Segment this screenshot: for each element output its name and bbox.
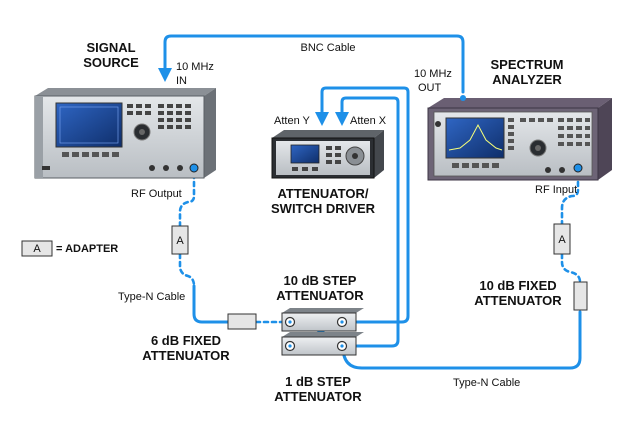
adapter-right-letter: A (558, 234, 566, 246)
ref-out-connector (460, 95, 466, 101)
fixed6-label-line1: 6 dB FIXED (151, 333, 221, 348)
attenuator-switch-driver-instrument (271, 130, 384, 179)
step10-label-line2: ATTENUATOR (276, 288, 364, 303)
atten-y-label: Atten Y (274, 115, 311, 127)
attenuator-driver-label-line1: ATTENUATOR/ (278, 186, 369, 201)
adapter-legend-text: = ADAPTER (56, 243, 118, 255)
signal-source-label-line1: SIGNAL (86, 40, 135, 55)
ref-out-label-line1: 10 MHz (414, 68, 452, 80)
bnc-cable-label: BNC Cable (300, 42, 355, 54)
atten-x-cable (340, 96, 400, 348)
ref-in-label-line2: IN (176, 75, 187, 87)
fixed10-attenuator-device (573, 281, 588, 311)
attenuator-driver-label-line2: SWITCH DRIVER (271, 201, 376, 216)
adapter-right: A (553, 223, 571, 255)
type-n-cable-left-label: Type-N Cable (118, 291, 185, 303)
rf-output-label: RF Output (131, 188, 182, 200)
atten-y-cable (320, 86, 410, 324)
ref-out-label-line2: OUT (418, 82, 442, 94)
type-n-cable-bottom (341, 310, 582, 370)
step10-label-line1: 10 dB STEP (284, 273, 357, 288)
spectrum-analyzer-label-line1: SPECTRUM (491, 57, 564, 72)
spectrum-analyzer-instrument (427, 95, 612, 181)
step10-attenuator-device (281, 308, 364, 332)
signal-source-instrument (34, 88, 216, 179)
rf-input-dashed-cable (560, 164, 580, 226)
rf-input-connector (573, 163, 583, 173)
rf-output-dashed-cable (178, 172, 196, 228)
step1-label-line1: 1 dB STEP (285, 374, 351, 389)
adapter-legend: A = ADAPTER (21, 240, 118, 257)
atten-x-label: Atten X (350, 115, 387, 127)
adapter-right-dashed (560, 252, 582, 284)
ref-in-arrow (158, 68, 172, 82)
ref-in-label-line1: 10 MHz (176, 61, 214, 73)
type-n-cable-bottom-label: Type-N Cable (453, 377, 520, 389)
rf-output-connector (189, 163, 199, 173)
adapter-to-cable-dashed (178, 252, 196, 288)
signal-source-label-line2: SOURCE (83, 55, 139, 70)
rf-input-label: RF Input (535, 184, 577, 196)
fixed10-label-line2: ATTENUATOR (474, 293, 562, 308)
adapter-left: A (171, 225, 189, 255)
type-n-cable-left (192, 284, 230, 324)
fixed6-attenuator-device (227, 313, 257, 330)
step1-attenuator-device (281, 332, 364, 356)
fixed10-label-line1: 10 dB FIXED (479, 278, 556, 293)
atten-x-arrow (335, 112, 349, 126)
fixed6-label-line2: ATTENUATOR (142, 348, 230, 363)
bnc-cable (163, 34, 465, 94)
adapter-left-letter: A (176, 235, 184, 247)
adapter-legend-letter: A (33, 243, 41, 255)
spectrum-analyzer-label-line2: ANALYZER (492, 72, 562, 87)
atten-y-arrow (315, 112, 329, 126)
step1-label-line2: ATTENUATOR (274, 389, 362, 404)
